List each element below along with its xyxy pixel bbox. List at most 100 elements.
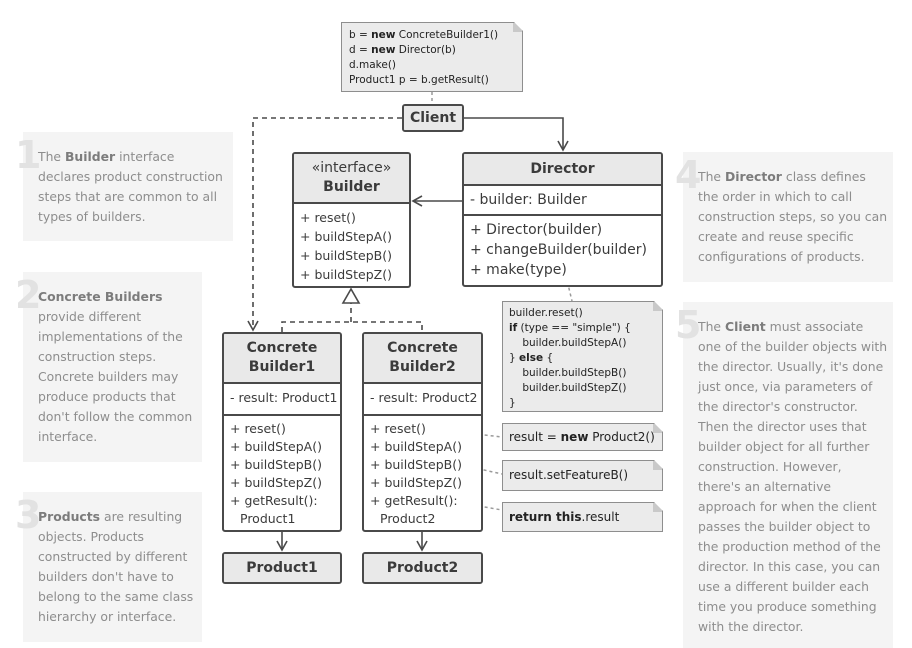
note-5-text: The Client must associate one of the bui… (698, 317, 888, 637)
make-code-line: } (509, 396, 656, 411)
code-text: builder.buildStepZ() (509, 382, 627, 394)
concrete1-field: - result: Product1 (230, 390, 338, 405)
note-4-number: 4 (675, 153, 702, 197)
code-text: result = (509, 430, 561, 444)
note-4-card: 4 The Director class defines the order i… (675, 152, 893, 282)
concrete2-fields: - result: Product2 (364, 384, 481, 416)
note-1-text: The Builder interface declares product c… (38, 147, 228, 227)
note-text-part: Builder (64, 149, 116, 164)
concrete-builder1-class: Concrete Builder1 - result: Product1 + r… (222, 332, 342, 532)
director-name: Director (464, 154, 661, 186)
concrete2-method: + getResult(): (370, 493, 458, 508)
director-field: - builder: Builder (470, 192, 587, 208)
client-code-line: b = new ConcreteBuilder1() (349, 28, 515, 43)
note-3-card: 3 Products are resulting objects. Produc… (15, 492, 202, 642)
concrete2-method: + reset() (370, 421, 426, 436)
note-fold (653, 461, 662, 470)
code-text: builder.reset() (509, 307, 583, 319)
concrete2-method: + buildStepA() (370, 439, 462, 454)
note-fold (653, 424, 662, 433)
note-text-part: The (698, 319, 725, 334)
note-text-part: class defines the order in which to call… (698, 169, 888, 264)
concrete2-name-line2: Builder2 (389, 359, 456, 375)
note-text-part: must associate one of the builder object… (698, 319, 888, 634)
make-code-note: builder.reset() if (type == "simple") { b… (502, 301, 663, 412)
product2-name: Product2 (364, 554, 481, 582)
note-4-text: The Director class defines the order in … (698, 167, 888, 267)
make-code-line: builder.buildStepB() (509, 366, 656, 381)
code-keyword: else (519, 352, 544, 364)
stepb-code-text: result.setFeatureB() (509, 468, 628, 482)
code-text: d = (349, 44, 372, 56)
concrete-builder2-class: Concrete Builder2 - result: Product2 + r… (362, 332, 483, 532)
builder-method: + reset() (300, 210, 356, 225)
concrete1-methods: + reset()+ buildStepA()+ buildStepB()+ b… (224, 416, 340, 530)
concrete2-field: - result: Product2 (370, 390, 478, 405)
code-keyword: new (371, 44, 396, 56)
make-code-line: builder.buildStepA() (509, 336, 656, 351)
code-text: b = (349, 29, 372, 41)
builder-name: Builder (323, 179, 380, 195)
code-text: result.setFeatureB() (509, 468, 629, 482)
builder-stereotype: «interface» (311, 160, 392, 176)
code-text: { (543, 352, 554, 364)
client-name: Client (404, 106, 462, 130)
concrete2-name-line1: Concrete (387, 340, 458, 356)
note-fold (653, 302, 662, 311)
make-code-line: if (type == "simple") { (509, 321, 656, 336)
note-1-number: 1 (15, 133, 42, 177)
note-2-number: 2 (15, 273, 42, 317)
getresult-code-note: return this.result (502, 502, 663, 532)
note-text-part: Concrete Builders (38, 289, 163, 304)
concrete1-method: + buildStepB() (230, 457, 322, 472)
getresult-code-text: return this.result (509, 510, 619, 524)
code-keyword: if (509, 322, 518, 334)
client-class: Client (402, 104, 464, 132)
concrete1-name-line2: Builder1 (248, 359, 316, 375)
director-fields: - builder: Builder (464, 186, 661, 216)
code-text: (type == "simple") { (517, 322, 631, 334)
reset-code-text: result = new Product2() (509, 430, 655, 444)
stepb-code-line: result.setFeatureB() (509, 468, 628, 482)
note-fold (653, 503, 662, 512)
note-text-part: The (698, 169, 725, 184)
code-text: d.make() (349, 59, 397, 71)
code-text: Product1 p = b.getResult() (349, 74, 489, 86)
client-code-line: Product1 p = b.getResult() (349, 73, 515, 88)
note-3-number: 3 (15, 493, 42, 537)
note-5-card: 5 The Client must associate one of the b… (675, 302, 893, 648)
code-text: } (509, 352, 520, 364)
product1-class: Product1 (222, 552, 342, 584)
concrete1-method: + reset() (230, 421, 286, 436)
concrete2-methods: + reset() + buildStepA() + buildStepB() + b… (364, 416, 481, 530)
client-code-line: d.make() (349, 58, 515, 73)
note-text-part: interface declares product construction … (38, 149, 223, 224)
code-text: builder.buildStepB() (509, 367, 627, 379)
concrete2-method: + buildStepB() (370, 457, 462, 472)
note-text-part: Director (724, 169, 782, 184)
code-text: Director(b) (395, 44, 456, 56)
make-code-line: builder.buildStepZ() (509, 381, 656, 396)
director-method: + changeBuilder(builder) (470, 242, 647, 258)
note-text-part: provide different implementations of the… (38, 309, 193, 444)
note-2-text: Concrete Builders provide different impl… (38, 287, 198, 447)
note-text-part: The (38, 149, 65, 164)
realization-triangle (341, 287, 361, 304)
realization-lines (281, 303, 423, 332)
concrete1-method: + buildStepA() (230, 439, 322, 454)
code-text: builder.buildStepA() (509, 337, 627, 349)
note-text-part: Client (724, 319, 766, 334)
builder-method: + buildStepB() (300, 248, 392, 263)
code-keyword: new (560, 430, 589, 444)
client-code-line: d = new Director(b) (349, 43, 515, 58)
client-code-lines: b = new ConcreteBuilder1()d = new Direct… (349, 28, 515, 88)
note-3-text: Products are resulting objects. Products… (38, 507, 198, 627)
director-class: Director - builder: Builder + Director(b… (462, 152, 663, 287)
director-method: + make(type) (470, 262, 567, 278)
note-2-card: 2 Concrete Builders provide different im… (15, 272, 202, 462)
reset-code-line: result = new Product2() (509, 430, 655, 444)
concrete2-method: + buildStepZ() (370, 475, 462, 490)
code-keyword: return this (509, 510, 582, 524)
code-text: } (509, 397, 516, 409)
code-text: .result (581, 510, 620, 524)
